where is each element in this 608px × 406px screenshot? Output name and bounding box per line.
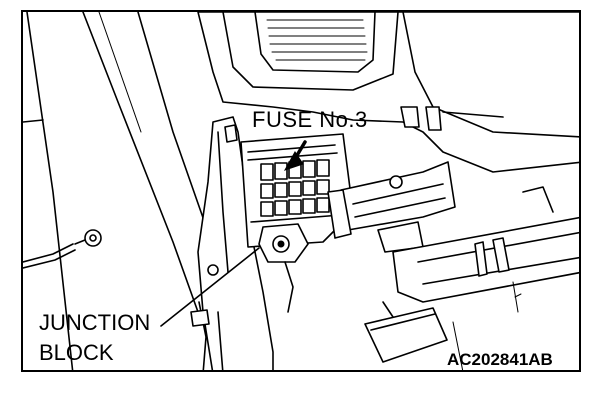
junction-block-label-line2: BLOCK	[39, 340, 114, 365]
fuse-row-1	[260, 159, 330, 181]
junction-leader-line	[160, 247, 260, 327]
fuse-row-3	[260, 197, 330, 217]
lower-dash-panel	[197, 116, 274, 370]
fuse-row-2	[260, 179, 330, 199]
a-pillar	[23, 12, 209, 370]
steering-column	[392, 186, 579, 303]
junction-connector	[258, 223, 309, 313]
dashboard-illustration	[23, 12, 579, 370]
upper-dashboard	[197, 12, 579, 173]
fuse-label: FUSE No.3	[252, 107, 368, 132]
steering-bracket	[327, 161, 456, 253]
junction-block-label-line1: JUNCTION	[39, 310, 151, 335]
diagram-frame: FUSE No.3 JUNCTION BLOCK AC202841AB	[21, 10, 581, 372]
side-cable	[23, 229, 102, 269]
lower-wiring	[190, 281, 522, 370]
junction-block	[240, 133, 354, 313]
brake-pedal	[364, 301, 464, 370]
figure-code: AC202841AB	[447, 350, 553, 369]
fuse-arrow	[283, 140, 307, 171]
air-vent	[254, 12, 376, 73]
